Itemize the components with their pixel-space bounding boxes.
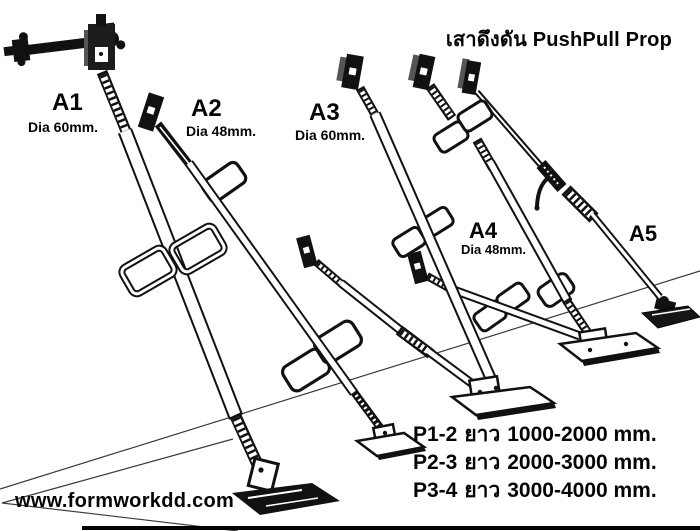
prop-a5-tube — [589, 211, 663, 300]
prop-a1-upper-thread — [96, 69, 134, 139]
prop-a2-dia-label: Dia 48mm. — [186, 123, 257, 139]
size-code: P1-2 — [413, 423, 458, 446]
prop-a1-tube — [118, 128, 243, 420]
size-range: 1000-2000 mm. — [507, 423, 657, 446]
prop-a2-head-bracket — [137, 92, 165, 132]
prop-a2-label: A2 — [191, 95, 222, 122]
prop-a4-dia-label: Dia 48mm. — [461, 242, 527, 257]
size-line-p2-3: P2-3 ยาว 2000-3000 mm. — [413, 449, 657, 476]
prop-a1-clamp-head — [3, 14, 126, 70]
size-line-p3-4: P3-4 ยาว 3000-4000 mm. — [413, 477, 657, 504]
prop-a3-dia-label: Dia 60mm. — [295, 127, 366, 143]
prop-a1-dia-label: Dia 60mm. — [28, 119, 99, 135]
prop-a4-short-head-bracket — [407, 250, 429, 285]
prop-a3-short-head-bracket — [296, 234, 318, 269]
size-range: 3000-4000 mm. — [507, 479, 657, 502]
prop-a3-short-thread — [313, 258, 347, 290]
prop-a3-head-bracket — [336, 53, 364, 91]
size-line-p1-2: P1-2 ยาว 1000-2000 mm. — [413, 421, 657, 448]
prop-a4-short-tube — [449, 284, 582, 341]
bottom-border-line — [82, 526, 700, 530]
prop-a2-lower-thread — [350, 389, 386, 433]
prop-a5-head-bracket — [457, 58, 482, 96]
prop-a2-drawing — [137, 92, 428, 460]
prop-a2-upper-rod — [154, 121, 196, 171]
size-word-length: ยาว — [464, 479, 501, 502]
prop-a4-base-plate — [556, 326, 662, 366]
prop-a1-label: A1 — [52, 89, 83, 116]
prop-a1-handle — [118, 222, 228, 298]
size-table: P1-2 ยาว 1000-2000 mm. P2-3 ยาว 2000-3000 mm… — [413, 421, 657, 504]
prop-a1-base-plate — [232, 456, 340, 515]
prop-a5-turnbuckle — [536, 160, 567, 192]
size-word-length: ยาว — [464, 451, 501, 474]
prop-a3-base-plate — [448, 374, 558, 420]
prop-a3-label: A3 — [309, 99, 340, 126]
prop-a5-label: A5 — [629, 221, 658, 246]
prop-a3-tube — [369, 111, 500, 389]
prop-a5-lever-handle — [534, 176, 550, 211]
prop-a3-drawing — [296, 53, 558, 420]
prop-a3-short-collar — [395, 325, 435, 359]
prop-a1-drawing — [3, 14, 340, 515]
watermark-url: www.formworkdd.com — [15, 490, 235, 512]
prop-a4-drawing — [407, 53, 662, 366]
prop-a5-grip-collar — [561, 185, 599, 223]
page-title: เสาดึงดัน PushPull Prop — [445, 29, 672, 51]
prop-a5-swivel-foot — [640, 296, 700, 329]
prop-a5-drawing — [457, 58, 700, 329]
prop-a4-upper-handle — [432, 99, 494, 154]
size-code: P3-4 — [413, 479, 458, 502]
prop-a2-tube — [185, 160, 358, 396]
prop-a4-tube — [485, 159, 573, 305]
prop-a4-head-bracket — [408, 53, 436, 91]
size-range: 2000-3000 mm. — [507, 451, 657, 474]
size-code: P2-3 — [413, 451, 458, 474]
prop-a4-label: A4 — [469, 218, 498, 243]
size-word-length: ยาว — [464, 423, 501, 446]
prop-a4-upper-thread — [425, 83, 457, 121]
prop-a2-swivel-foot — [353, 422, 428, 460]
